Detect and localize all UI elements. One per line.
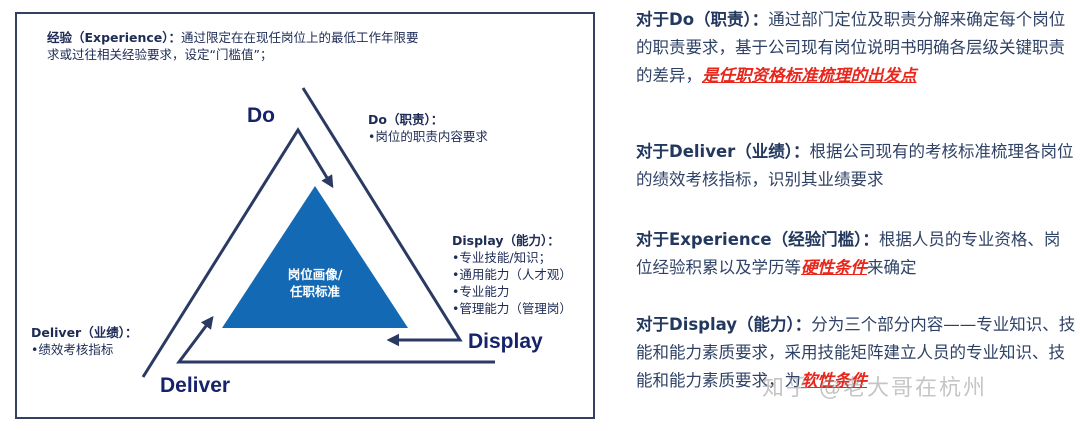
explanation-emphasis: 是任职资格标准梳理的出发点 [702,66,917,85]
do-item: •岗位的职责内容要求 [368,129,488,144]
deliver-note: Deliver（业绩）： •绩效考核指标 [31,324,137,358]
experience-line2: 求或过往相关经验要求，设定“门槛值”； [47,47,273,62]
explanation-text: 分为三个部分内容——专业知识、技能和能力素质要求，采用技能矩阵建立人员的专业知识… [636,315,1076,390]
experience-note: 经验（Experience）：通过限定在在现任岗位上的最低工作年限要 求或过往相… [47,29,419,63]
explanation-heading: 对于Do（职责）： [636,10,769,29]
explanation-experience: 对于Experience（经验门槛）：根据人员的专业资格、岗位经验积累以及学历等… [636,226,1076,282]
vertex-label-deliver: Deliver [160,374,231,397]
explanation-tail: 来确定 [867,258,917,277]
explanation-text: 通过部门定位及职责分解来确定每个岗位的职责要求，基于公司现有岗位说明书明确各层级… [636,10,1066,85]
explanation-emphasis: 软性条件 [801,371,867,390]
display-item: •管理能力（管理岗） [452,301,572,316]
watermark: 知乎 @老大哥在杭州 [762,376,987,401]
explanation-deliver: 对于Deliver（业绩）：根据公司现有的考核标准梳理各岗位的绩效考核指标，识别… [636,138,1076,194]
center-label-line2: 任职标准 [289,284,340,299]
explanation-emphasis: 硬性条件 [801,258,867,277]
deliver-arrow [176,315,495,364]
explanation-do: 对于Do（职责）：通过部门定位及职责分解来确定每个岗位的职责要求，基于公司现有岗… [636,6,1076,90]
deliver-heading: Deliver（业绩）： [31,325,138,340]
experience-heading: 经验（Experience）： [47,30,181,45]
display-item: •专业能力 [452,284,510,299]
explanation-heading: 对于Experience（经验门槛）： [636,230,879,249]
display-heading: Display（能力）： [452,233,560,248]
vertex-label-do: Do [247,104,275,127]
do-arrow [141,127,334,378]
do-note: Do（职责）： •岗位的职责内容要求 [368,111,488,145]
vertex-label-display: Display [468,330,543,353]
do-heading: Do（职责）： [368,112,444,127]
center-triangle [222,186,408,328]
explanation-text: 根据公司现有的考核标准梳理各岗位的绩效考核指标，识别其业绩要求 [636,142,1074,189]
experience-line1: 通过限定在在现任岗位上的最低工作年限要 [181,30,419,45]
display-note: Display（能力）： •专业技能/知识； •通用能力（人才观） •专业能力 … [452,232,572,317]
explanation-heading: 对于Deliver（业绩）： [636,142,810,161]
deliver-item: •绩效考核指标 [31,342,114,357]
center-label-line1: 岗位画像/ [287,267,343,282]
explanation-display: 对于Display（能力）：分为三个部分内容——专业知识、技能和能力素质要求，采… [636,311,1076,395]
explanation-text: 根据人员的专业资格、岗位经验积累以及学历等 [636,230,1061,277]
display-item: •专业技能/知识； [452,250,552,265]
display-arrow [301,87,463,347]
display-item: •通用能力（人才观） [452,267,572,282]
explanation-heading: 对于Display（能力）： [636,315,812,334]
center-label: 岗位画像/ 任职标准 [272,266,358,300]
